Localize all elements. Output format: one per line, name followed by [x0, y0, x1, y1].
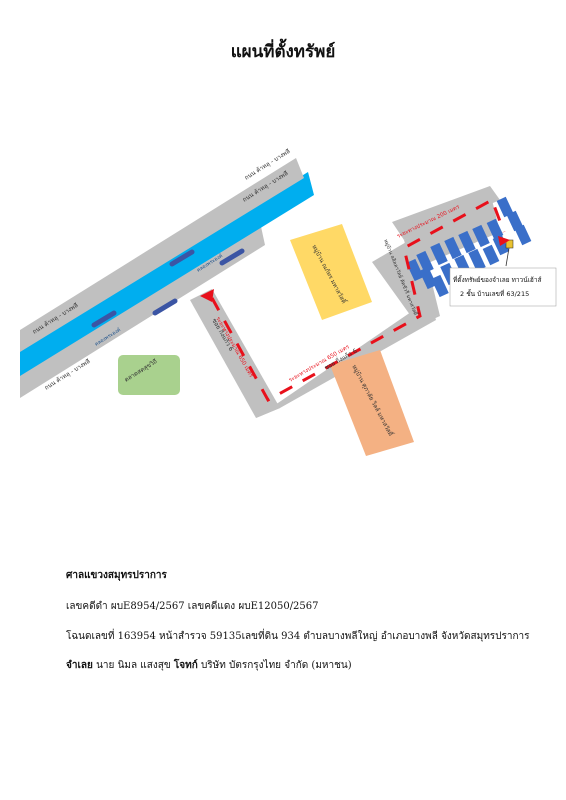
- canal: [20, 172, 314, 376]
- village-main-road: [392, 186, 500, 240]
- page-title: แผนที่ตั้งทรัพย์: [230, 42, 336, 62]
- defendant-label: จำเลย: [66, 660, 93, 671]
- property-callout: ที่ตั้งทรัพย์ของจำเลย ทาวน์เฮ้าส์ 2 ชั้น…: [449, 267, 557, 307]
- market-area: [118, 355, 180, 395]
- property-label-line1: ที่ตั้งทรัพย์ของจำเลย ทาวน์เฮ้าส์: [453, 275, 541, 284]
- route-arrows: [200, 236, 510, 302]
- highway-upper-road: [20, 158, 304, 352]
- highway-lower-road: [20, 222, 265, 398]
- soi-horizontal-road: [256, 299, 436, 418]
- village-yellow-area: [290, 224, 372, 320]
- village-side-road: [404, 200, 500, 270]
- route-path: [210, 197, 506, 403]
- plaintiff-label: โจทก์: [173, 660, 198, 671]
- soi-vertical-road: [190, 289, 280, 418]
- plaintiff-name: บริษัท บัตรกรุงไทย จำกัด (มหาชน): [200, 660, 352, 671]
- traffic-arrows: [91, 248, 245, 328]
- deed-details: โฉนดเลขที่ 163954 หน้าสำรวจ 59135เลขที่ด…: [66, 631, 530, 642]
- defendant-name: นาย นิมล แสงสุข: [96, 660, 171, 671]
- village-orange-area: [330, 350, 414, 456]
- village-houses: [406, 196, 532, 298]
- parties: จำเลย นาย นิมล แสงสุข โจทก์ บริษัท บัตรก…: [66, 658, 352, 673]
- property-pointer: [505, 247, 510, 267]
- case-numbers: เลขคดีดำ ผบE8954/2567 เลขคดีแดง ผบE12050…: [66, 601, 319, 612]
- court-name: ศาลแขวงสมุทรปราการ: [66, 570, 167, 581]
- property-label-line2: 2 ชั้น บ้านเลขที่ 63/215: [460, 289, 529, 298]
